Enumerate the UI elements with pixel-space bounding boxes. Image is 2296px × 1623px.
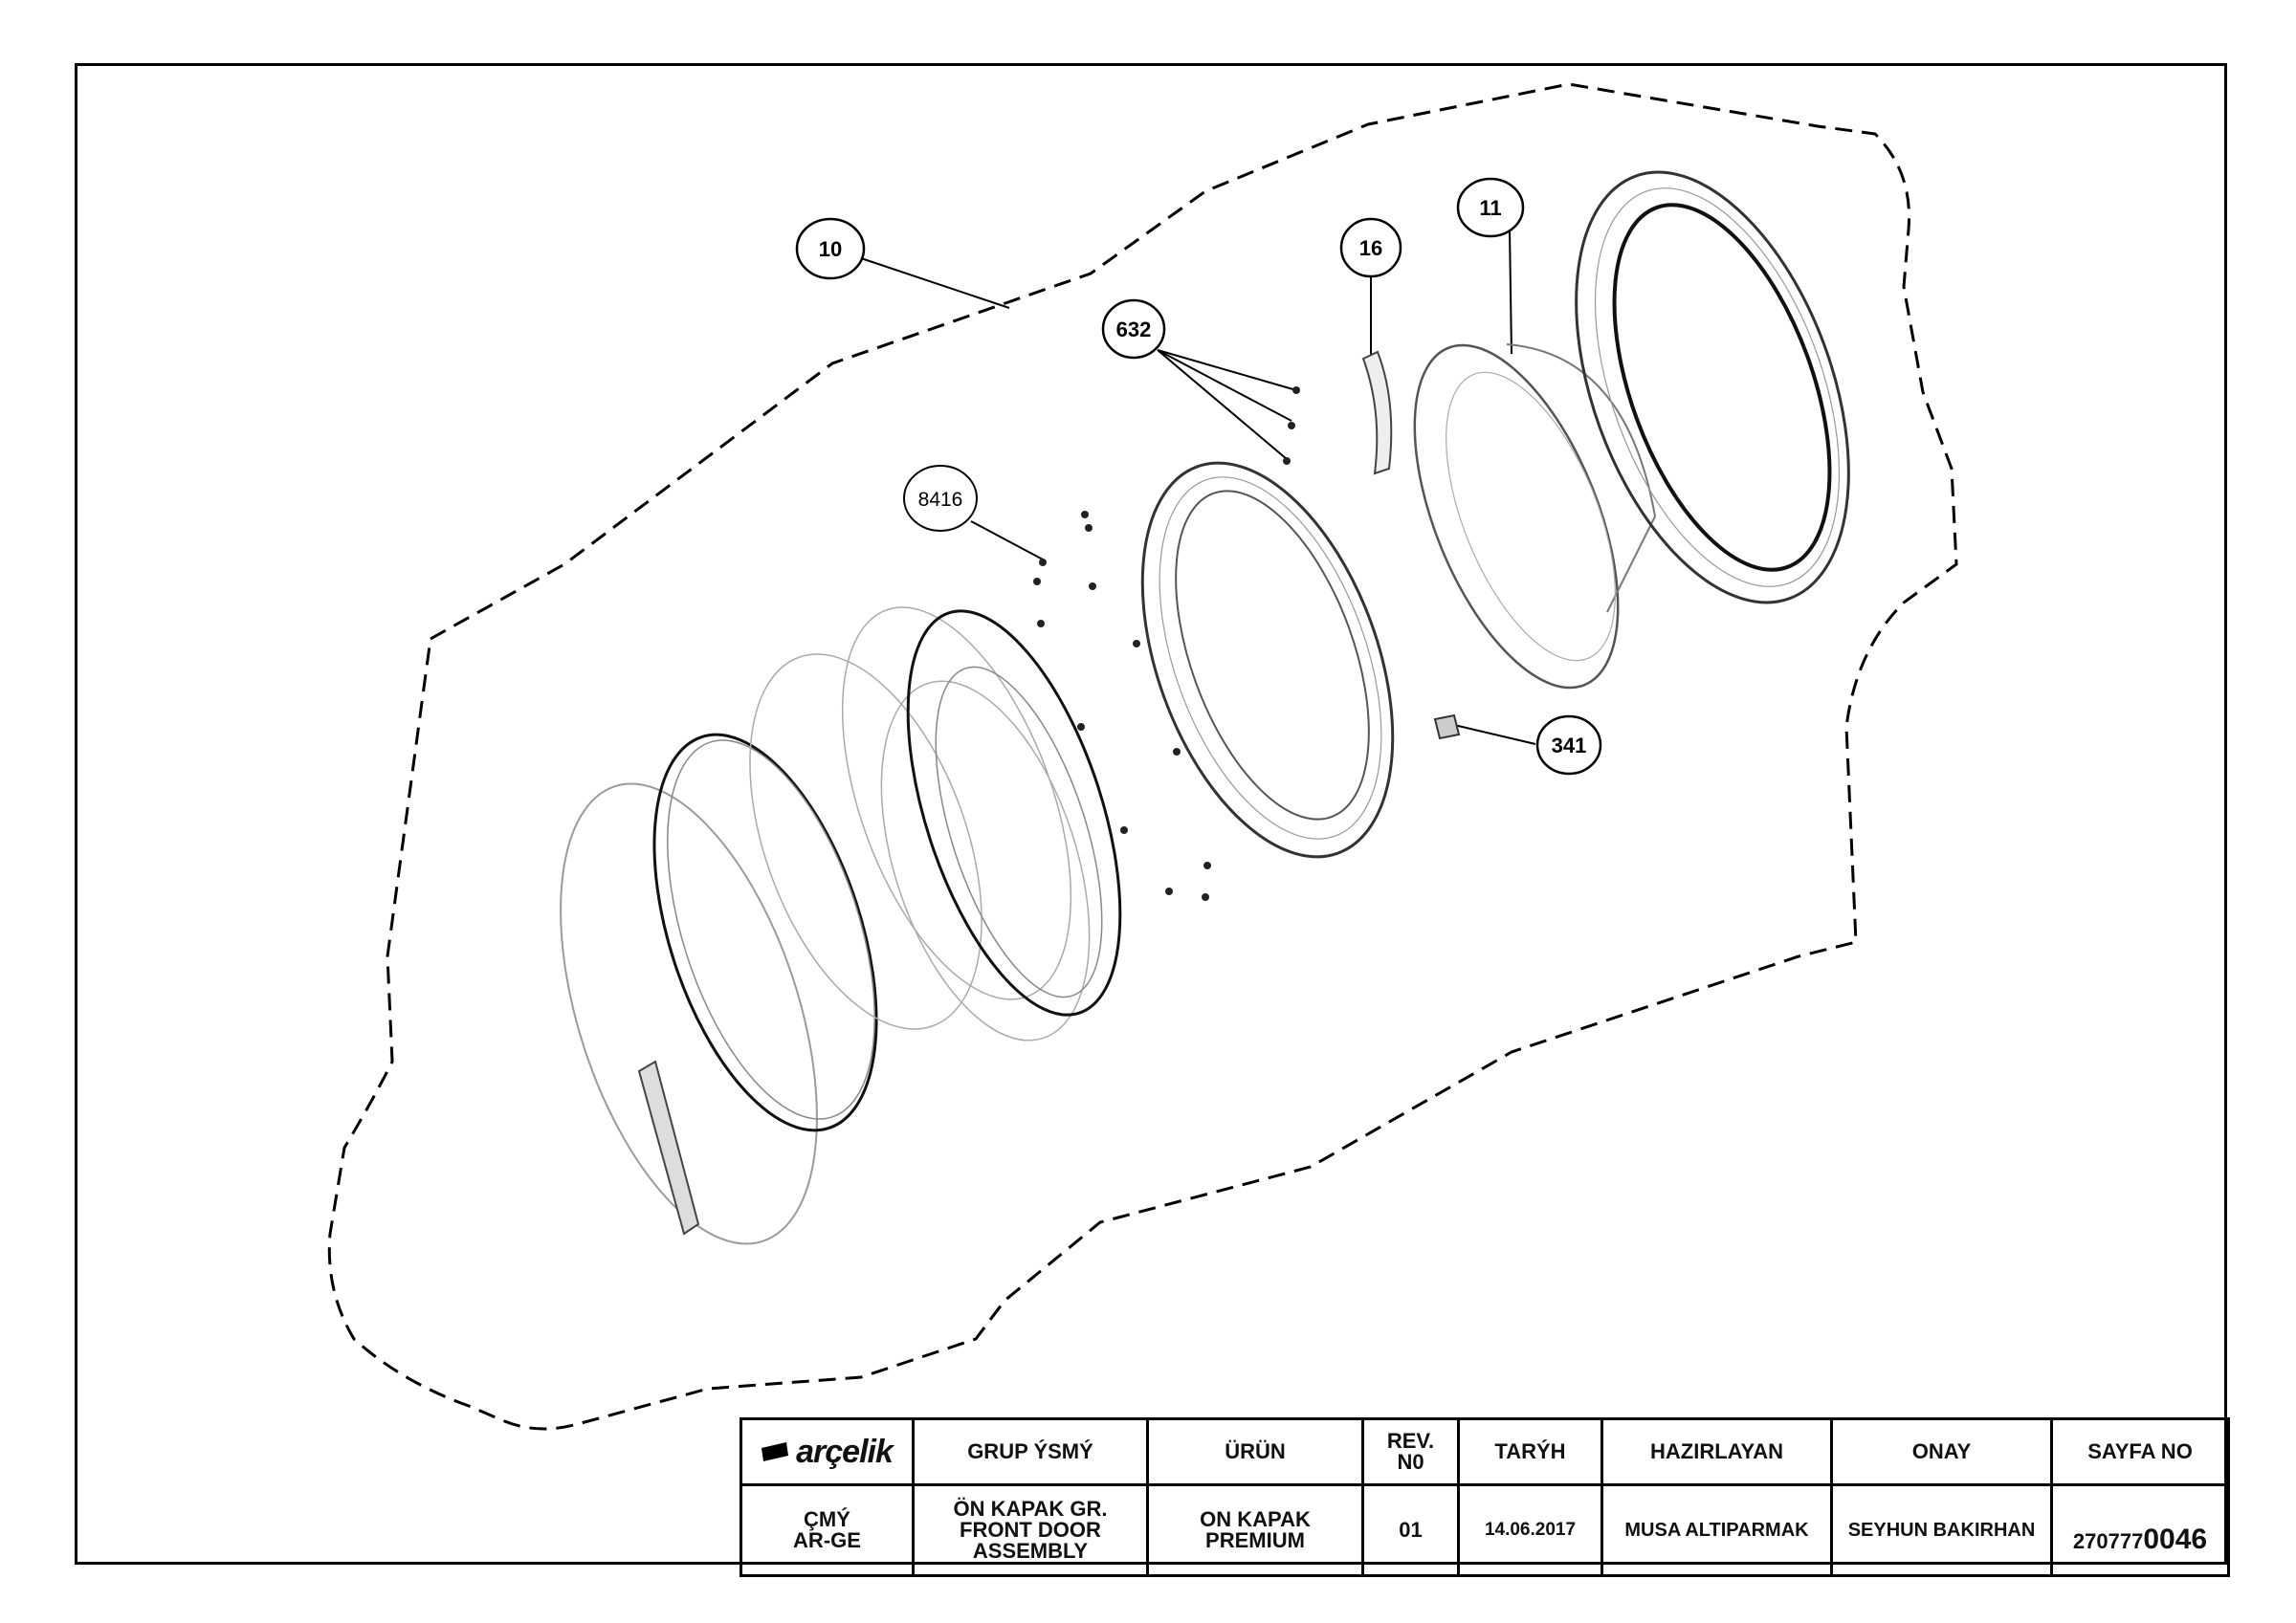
- header-approval: ONAY: [1830, 1417, 2053, 1486]
- callout-632: 632: [1101, 298, 1166, 360]
- header-revision: REV. N0: [1361, 1417, 1460, 1486]
- value-prepared-by: MUSA ALTIPARMAK: [1601, 1483, 1833, 1577]
- svg-text:341: 341: [1552, 734, 1587, 757]
- value-date: 14.06.2017: [1457, 1483, 1603, 1577]
- value-group-name: ÖN KAPAK GR. FRONT DOOR ASSEMBLY: [912, 1483, 1149, 1577]
- inner-sheet-3: [880, 680, 1091, 1042]
- callout-11: 11: [1456, 177, 1525, 238]
- inner-sheet-1: [749, 653, 982, 1030]
- screws: [1033, 386, 1300, 901]
- value-sheet-no: 2707770046: [2050, 1483, 2230, 1577]
- header-group-name: GRUP ÝSMÝ: [912, 1417, 1149, 1486]
- header-product: ÜRÜN: [1146, 1417, 1364, 1486]
- hinge-part: [1361, 350, 1393, 475]
- outer-glass-part: [560, 782, 818, 1245]
- assembly-boundary-dashed: [327, 82, 1958, 1431]
- inner-sheet-2: [841, 606, 1072, 1000]
- handle-part: [637, 1060, 700, 1236]
- sheet-no-suffix: 0046: [2143, 1524, 2208, 1555]
- value-revision: 01: [1361, 1483, 1460, 1577]
- header-date: TARÝH: [1457, 1417, 1603, 1486]
- value-department: ÇMÝ AR-GE: [740, 1483, 915, 1577]
- company-logo: arçelik: [740, 1417, 915, 1486]
- header-prepared-by: HAZIRLAYAN: [1601, 1417, 1833, 1486]
- outer-frame-part: [1575, 170, 1850, 604]
- value-approval: SEYHUN BAKIRHAN: [1830, 1483, 2053, 1577]
- svg-text:8416: 8416: [918, 489, 963, 511]
- svg-text:11: 11: [1479, 196, 1501, 220]
- leader-lines: [860, 229, 1536, 745]
- glass-bowl-part: [1413, 343, 1620, 690]
- callout-341: 341: [1535, 714, 1602, 776]
- inner-frame-part: [1140, 461, 1395, 859]
- svg-text:10: 10: [819, 237, 842, 261]
- inner-glass-part: [906, 609, 1122, 1017]
- callout-10: 10: [795, 217, 866, 280]
- svg-text:16: 16: [1359, 236, 1382, 260]
- lock-part: [1433, 713, 1461, 740]
- svg-text:632: 632: [1116, 318, 1152, 341]
- outer-ring-part: [652, 733, 878, 1132]
- header-sheet-no: SAYFA NO: [2050, 1417, 2230, 1486]
- title-block: arçelik GRUP ÝSMÝ ÜRÜN REV. N0 TARÝH HAZ…: [740, 1417, 2230, 1577]
- door-parts: [560, 170, 1850, 1245]
- sheet-no-prefix: 270777: [2072, 1529, 2144, 1553]
- callout-8416: 8416: [903, 465, 978, 532]
- value-product: ON KAPAK PREMIUM: [1146, 1483, 1364, 1577]
- arcelik-logo-icon: [762, 1442, 789, 1461]
- callout-16: 16: [1339, 217, 1402, 278]
